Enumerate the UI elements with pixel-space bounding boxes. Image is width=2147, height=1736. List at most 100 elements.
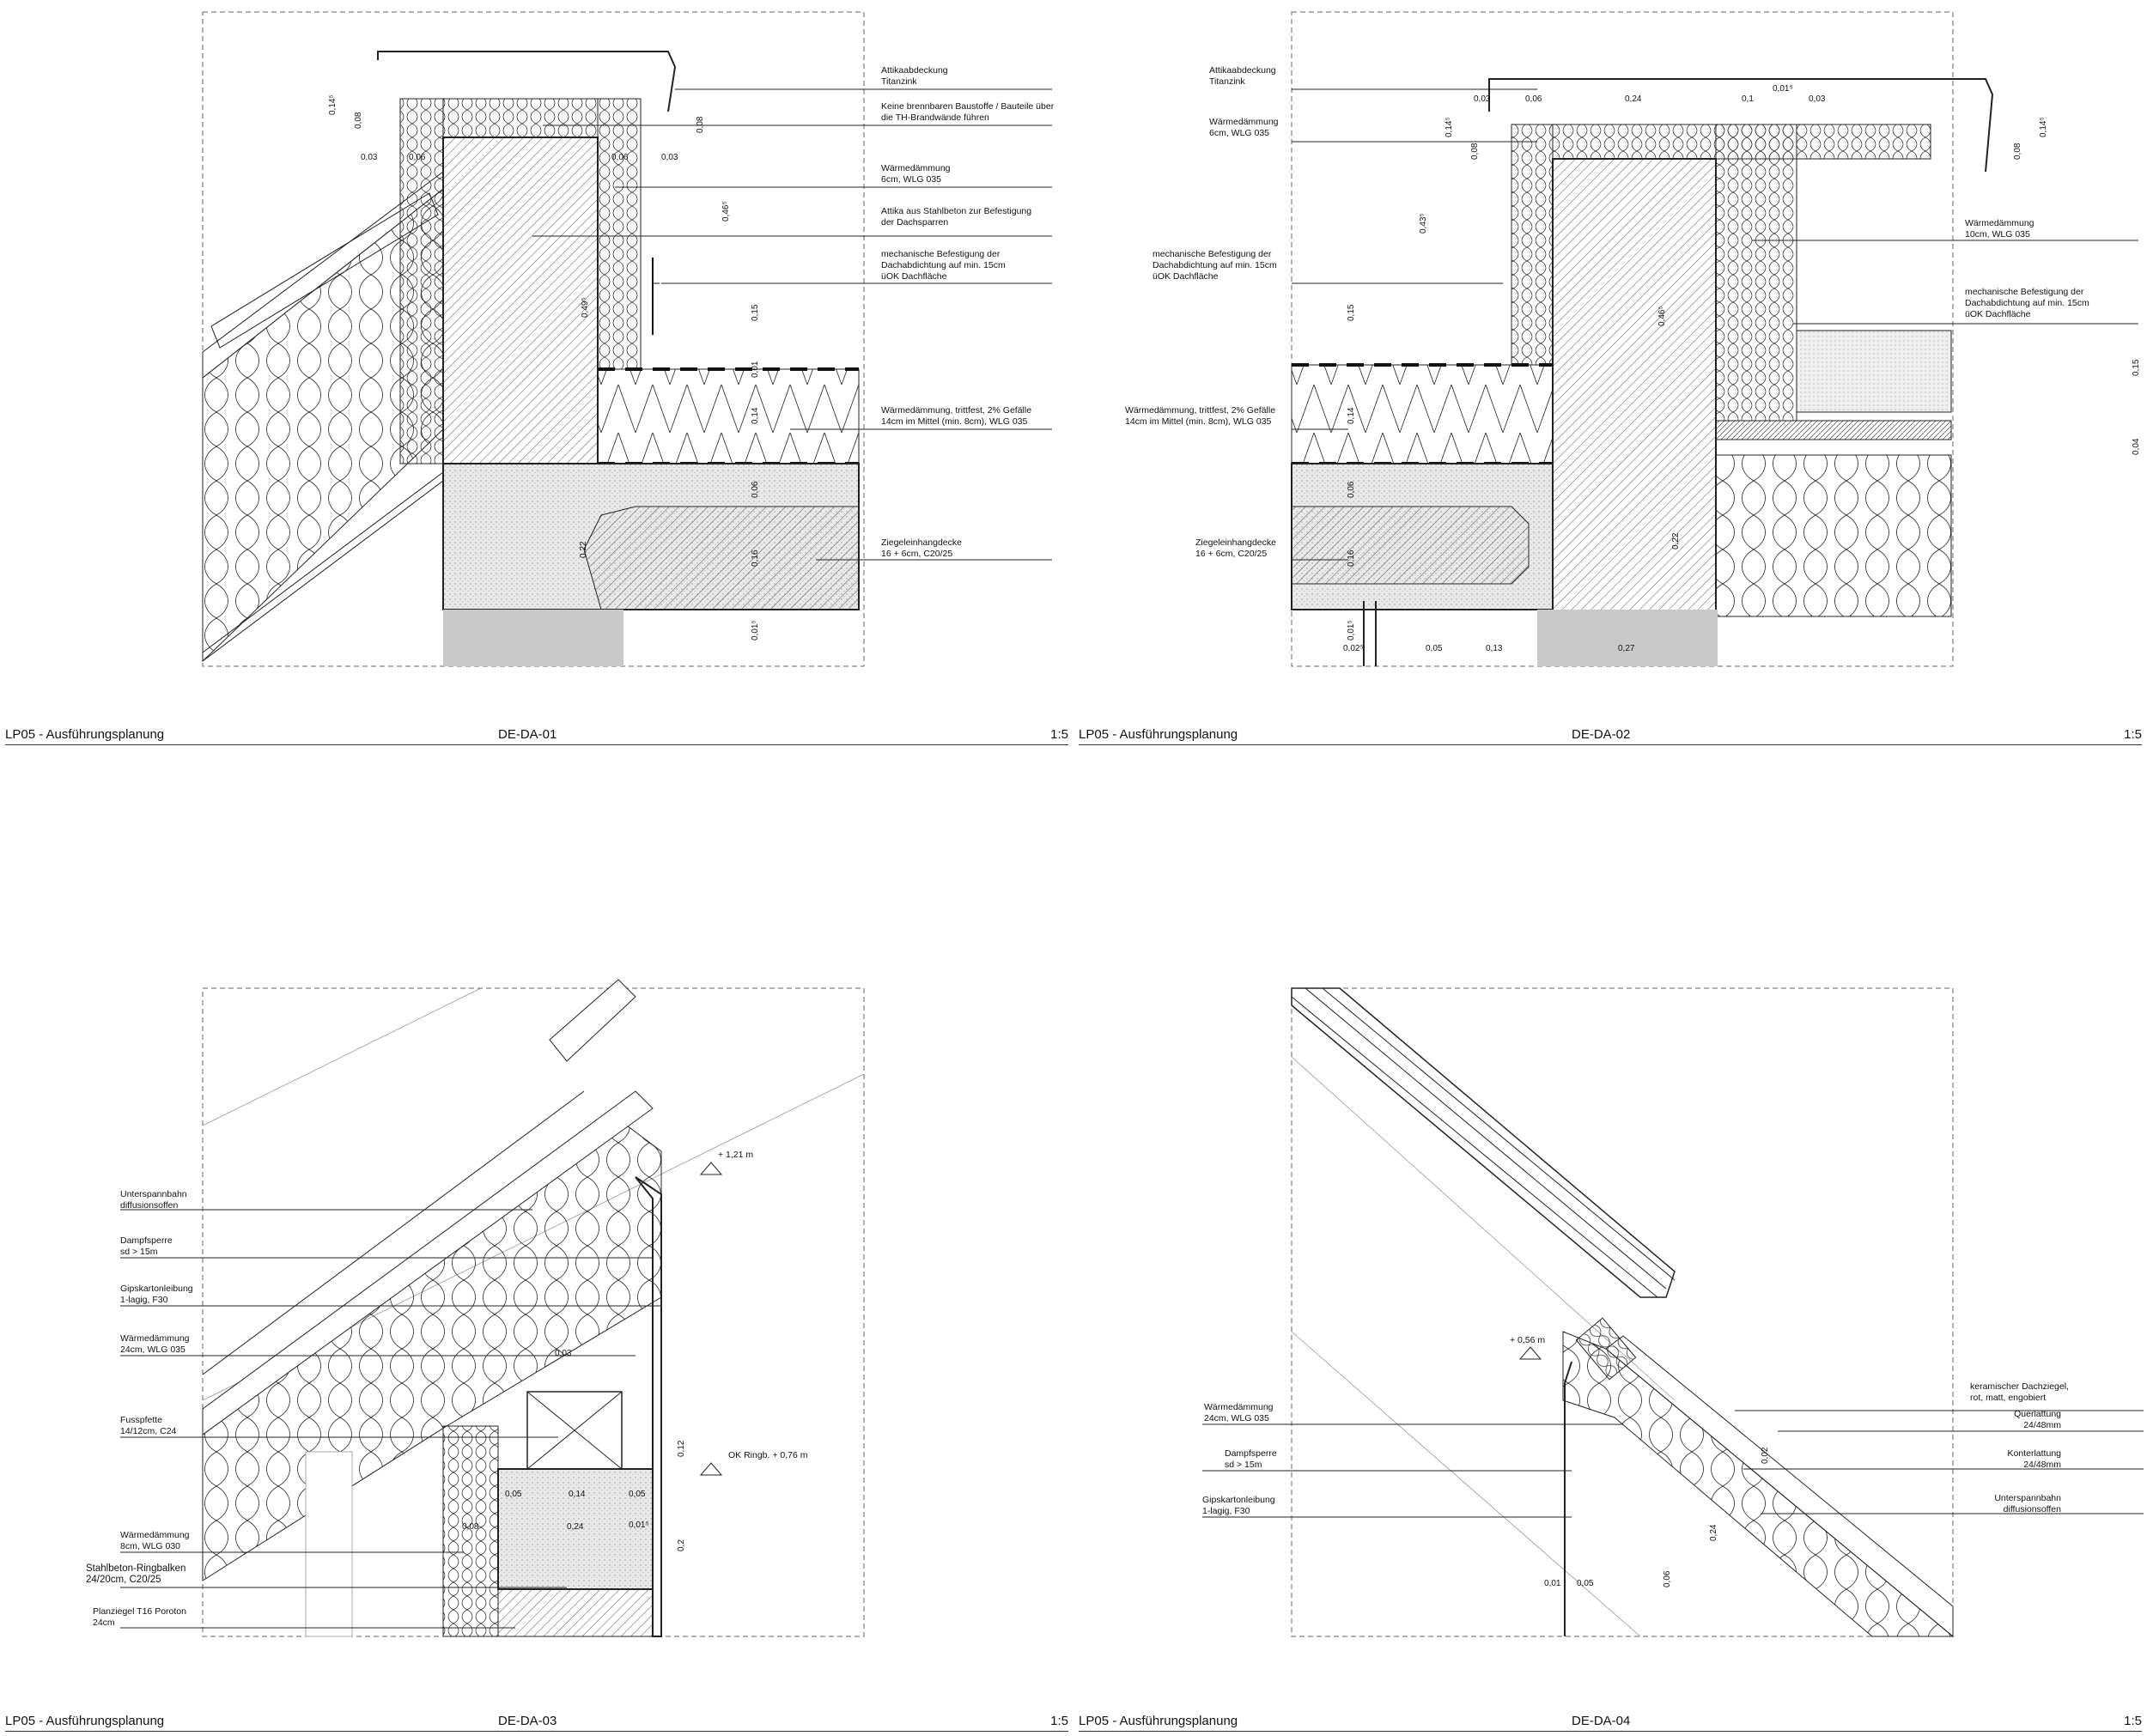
dim-9: 0,14⁵ — [2039, 117, 2048, 137]
drawing-code: DE-DA-03 — [498, 1714, 557, 1728]
drawing-scale: 1:5 — [2124, 1714, 2142, 1728]
insulation-top — [442, 98, 599, 138]
phase-label: LP05 - Ausführungsplanung — [1079, 727, 1238, 742]
dim-3: 0,05 — [505, 1490, 522, 1499]
dim-1: 0,03 — [555, 1349, 572, 1358]
flat-roof-insulation-left — [1291, 364, 1554, 464]
dim-11: 0,01 — [751, 361, 760, 378]
dim-5: 0,01⁵ — [1773, 84, 1793, 94]
dim-2: 0,06 — [409, 153, 426, 162]
deck-board — [1715, 420, 1952, 440]
dim-8: 0,08 — [1470, 143, 1480, 160]
drawing-code: DE-DA-04 — [1572, 1714, 1631, 1728]
sheet-footer: LP05 - Ausführungsplanung DE-DA-02 1:5 — [1079, 726, 2142, 745]
dim-13: 0,15 — [2132, 359, 2141, 376]
window-reveal — [305, 1451, 353, 1637]
dim-4: 0,03 — [661, 153, 678, 162]
dim-10: 0,15 — [751, 304, 760, 321]
dim-16: 0,14 — [1347, 407, 1356, 424]
sheet-footer: LP05 - Ausführungsplanung DE-DA-03 1:5 — [5, 1713, 1068, 1732]
dim-11: 0,43⁵ — [1419, 213, 1428, 234]
leader-lines — [120, 1209, 661, 1629]
level-2: OK Ringb. + 0,76 m — [728, 1450, 808, 1460]
viewport-frame — [1291, 987, 1954, 1637]
sheet-footer: LP05 - Ausführungsplanung DE-DA-04 1:5 — [1079, 1713, 2142, 1732]
attika-concrete — [442, 137, 599, 464]
dim-1: 0,02 — [1761, 1447, 1770, 1464]
dim-8: 0,01⁵ — [629, 1521, 649, 1530]
insulation-left — [1511, 124, 1554, 366]
dim-1: 0,03 — [361, 153, 378, 162]
insulation-right — [1715, 124, 1797, 422]
dim-14: 0,16 — [751, 549, 760, 567]
dim-22: 0,05 — [1426, 644, 1443, 653]
dim-17: 0,06 — [1347, 481, 1356, 498]
mechanical-fastening — [652, 258, 864, 335]
titanium-coping — [377, 51, 677, 112]
leader-lines — [1292, 88, 2138, 561]
level-1: + 1,21 m — [718, 1150, 754, 1160]
dim-9: 0,49⁵ — [581, 297, 590, 318]
label-right-1: keramischer Dachziegel,rot, matt, engobi… — [1970, 1381, 2069, 1403]
dim-4: 0,01 — [1544, 1579, 1561, 1588]
drawing-scale: 1:5 — [1050, 1714, 1068, 1728]
leader-lines — [1202, 1410, 2144, 1518]
dim-9: 0,2 — [677, 1539, 686, 1551]
dim-5: 0,05 — [1577, 1579, 1594, 1588]
plasterboard-lining — [1564, 1361, 1572, 1636]
dim-6: 0,08 — [354, 112, 363, 129]
label-2: Keine brennbaren Baustoffe / Bauteile üb… — [881, 101, 1055, 123]
leader-lines — [532, 88, 1052, 561]
dim-12: 0,46⁵ — [1657, 306, 1667, 326]
dim-19: 0,22 — [1671, 532, 1681, 549]
dim-7: 0,14⁵ — [1445, 117, 1454, 137]
level-1: + 0,56 m — [1510, 1335, 1546, 1345]
phase-label: LP05 - Ausführungsplanung — [5, 727, 165, 742]
flat-roof-insulation — [597, 368, 860, 464]
viewport-frame — [1291, 11, 1954, 667]
dim-24: 0,27 — [1618, 644, 1635, 653]
detail-drawing-1 — [202, 11, 1052, 667]
dim-18: 0,16 — [1347, 549, 1356, 567]
dim-6: 0,08 — [462, 1522, 479, 1532]
dim-1: 0,03 — [1474, 94, 1491, 104]
dim-2: 0,24 — [1709, 1524, 1718, 1541]
roof-insulation — [1562, 1331, 1955, 1637]
drawing-code: DE-DA-02 — [1572, 727, 1631, 742]
dim-12: 0,14 — [751, 407, 760, 424]
dim-3: 0,24 — [1625, 94, 1642, 104]
detail-drawing-3 — [120, 979, 865, 1637]
dim-7: 0,08 — [696, 116, 705, 133]
detail-drawing-4 — [1202, 987, 2144, 1638]
insulation-right — [597, 98, 642, 370]
viewport-frame — [202, 11, 865, 667]
insulation-left — [399, 98, 444, 464]
gravel-layer — [1796, 330, 1952, 413]
dim-10: 0,08 — [2013, 143, 2022, 160]
titanium-coping — [1488, 78, 1994, 173]
skylight-frame — [1291, 987, 1676, 1298]
